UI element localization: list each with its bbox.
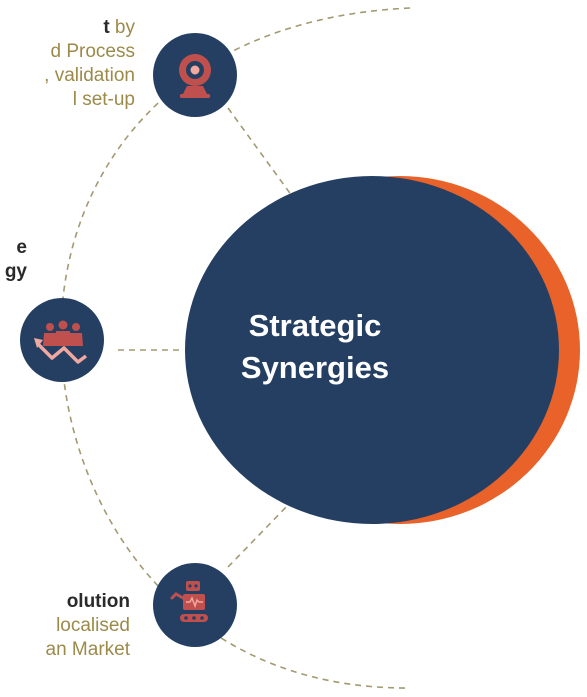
connector-bottom — [227, 502, 291, 568]
center-title-line-1: Strategic — [248, 308, 382, 343]
item-top-line-2: , validation — [44, 65, 135, 86]
item-bottom-line-1: localised — [56, 615, 130, 636]
item-top-title-suffix: by — [109, 17, 135, 38]
connector-top — [227, 107, 293, 197]
item-top-text: t by d Process , validation l set-up — [0, 16, 135, 112]
item-middle-title-1: e — [16, 237, 27, 258]
item-bottom-text: olution localised an Market — [0, 590, 130, 662]
robot-icon — [153, 563, 237, 647]
item-top-line-3: l set-up — [72, 89, 135, 110]
team-growth-icon — [20, 298, 104, 382]
item-middle-title-2: gy — [4, 261, 27, 282]
item-bottom-line-2: an Market — [45, 639, 130, 660]
center-title-line-2: Synergies — [240, 350, 390, 385]
item-top-title: t — [103, 17, 110, 38]
item-bottom-title: olution — [66, 591, 130, 612]
webcam-icon — [153, 33, 237, 117]
center-circle — [185, 176, 559, 524]
item-top-line-1: d Process — [50, 41, 135, 62]
connector-arc — [60, 7, 411, 689]
center-title: Strategic Synergies — [220, 305, 410, 389]
item-middle-text: e gy — [0, 236, 27, 284]
